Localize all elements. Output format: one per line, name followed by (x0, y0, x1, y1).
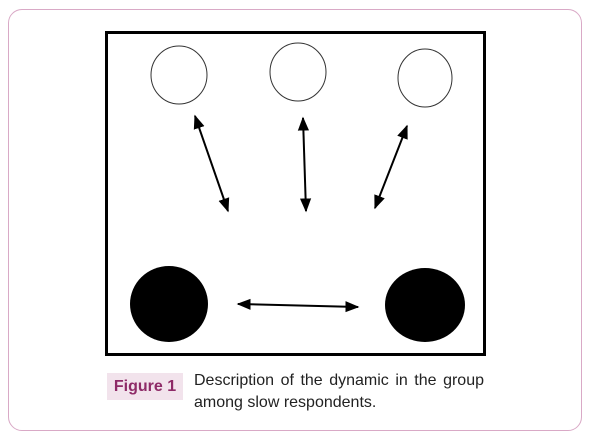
arrow-bottom-horizontal (236, 298, 360, 313)
node-top-left (150, 45, 208, 105)
group-dynamic-diagram (105, 31, 486, 356)
node-bottom-right (385, 268, 465, 342)
node-top-center (269, 42, 327, 102)
arrow-top-right (374, 124, 408, 210)
node-bottom-left (130, 266, 208, 342)
node-top-right (397, 48, 453, 108)
figure-caption: Description of the dynamic in the group … (194, 372, 484, 411)
arrow-top-center (297, 116, 312, 213)
arrow-top-left (193, 114, 230, 213)
figure-label: Figure 1 (107, 373, 183, 400)
